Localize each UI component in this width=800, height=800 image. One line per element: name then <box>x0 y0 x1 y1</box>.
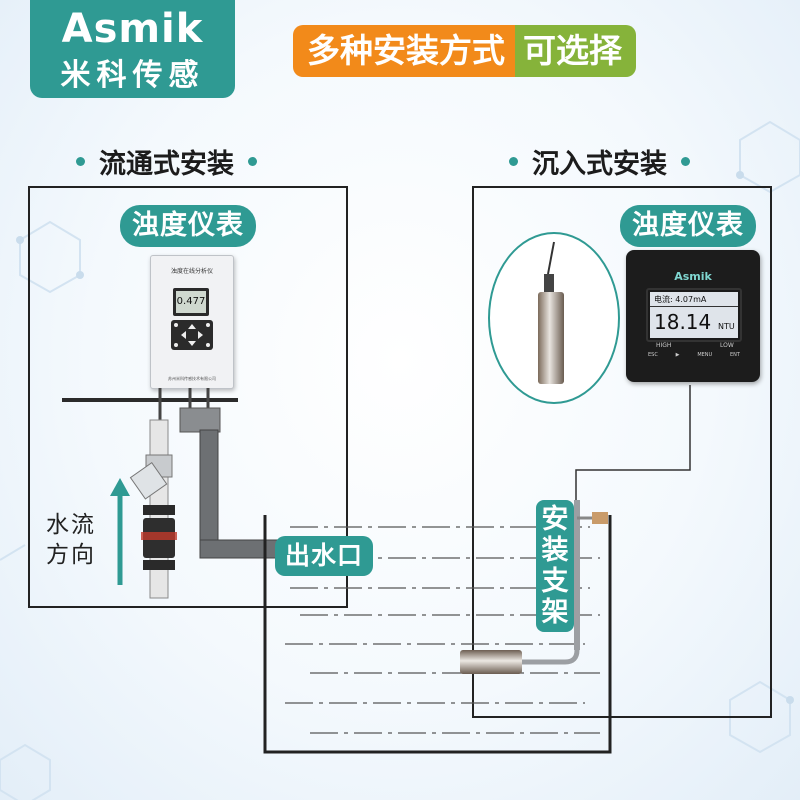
bullet-icon <box>76 157 85 166</box>
current-label: 电流: <box>654 295 673 304</box>
screen-divider <box>650 306 738 307</box>
left-device-reading: 0.477 <box>176 291 206 313</box>
menu-button[interactable]: MENU <box>697 352 713 358</box>
flow-text-line2: 方向 <box>46 542 96 568</box>
outlet-label: 出水口 <box>275 536 374 576</box>
bracket-label-text: 安装支架 <box>541 504 569 628</box>
left-device-screen: 0.477 <box>173 288 209 316</box>
left-instrument-label: 浊度仪表 <box>120 205 256 247</box>
right-arrow-button[interactable]: ▶ <box>675 352 680 358</box>
esc-button[interactable]: ESC <box>648 352 658 358</box>
keypad-icon <box>171 320 213 350</box>
bullet-icon <box>681 157 690 166</box>
left-install-frame <box>28 186 348 608</box>
flow-direction-text: 水流 方向 <box>46 510 96 570</box>
device-title: 浊度在线分析仪 <box>170 268 213 275</box>
right-analyzer-device: Asmik 电流: 4.07mA 18.14 NTU HIGH LOW ESC … <box>626 250 760 382</box>
button-row: ESC ▶ MENU ENT <box>648 352 740 358</box>
high-label: HIGH <box>656 342 672 349</box>
right-device-screen: 电流: 4.07mA 18.14 NTU <box>646 288 742 342</box>
brand-name: Asmik <box>61 6 204 52</box>
ent-button[interactable]: ENT <box>730 352 740 358</box>
headline-part1: 多种安装方式 <box>293 25 515 77</box>
current-value: 4.07mA <box>675 295 707 304</box>
right-section-title: 沉入式安装 <box>495 142 704 181</box>
right-section-title-text: 沉入式安装 <box>532 149 667 180</box>
reading-value: 18.14 <box>654 310 712 334</box>
left-section-title: 流通式安装 <box>62 142 271 181</box>
current-readout: 电流: 4.07mA <box>654 294 706 305</box>
headline-banner: 多种安装方式 可选择 <box>293 25 636 77</box>
probe-bubble <box>488 232 620 404</box>
device-footer: 苏州米科传感技术有限公司 <box>168 376 216 381</box>
right-device-brand: Asmik <box>674 270 712 283</box>
brand-logo: Asmik 米科传感 <box>30 0 235 98</box>
left-section-title-text: 流通式安装 <box>99 149 234 180</box>
bullet-icon <box>509 157 518 166</box>
right-instrument-label: 浊度仪表 <box>620 205 756 247</box>
probe-sensor-icon <box>538 241 564 384</box>
flow-text-line1: 水流 <box>46 512 96 538</box>
reading-unit: NTU <box>718 322 735 331</box>
low-label: LOW <box>720 342 734 349</box>
left-analyzer-device: 浊度在线分析仪 0.477 苏州米科传感技术有限公司 <box>150 255 234 389</box>
bracket-label: 安装支架 <box>536 500 574 632</box>
brand-cn-name: 米科传感 <box>60 58 205 93</box>
right-install-frame <box>472 186 772 718</box>
bullet-icon <box>248 157 257 166</box>
headline-part2: 可选择 <box>515 25 636 77</box>
